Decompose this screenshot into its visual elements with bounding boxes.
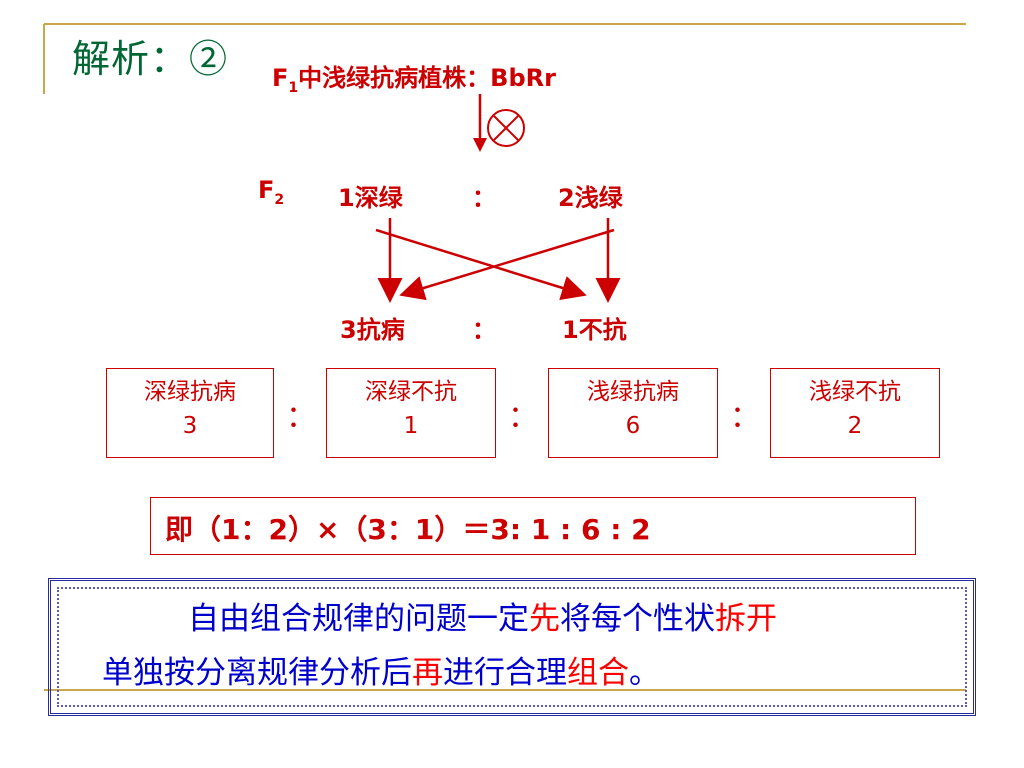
self-cross-icon: [487, 109, 525, 147]
resistance-colon: ：: [472, 316, 496, 344]
phenotype-name: 浅绿抗病: [587, 379, 679, 405]
f1-label: F1中浅绿抗病植株：BbRr: [272, 64, 556, 96]
phenotype-value: 3: [182, 413, 198, 439]
phenotype-name: 深绿抗病: [144, 379, 236, 405]
f1-down-arrow: [473, 94, 487, 152]
box-colon: ：: [508, 400, 538, 435]
rule-box-inner: [57, 587, 967, 707]
phenotype-box: 浅绿抗病 6: [548, 368, 718, 458]
rule-text: 自由组合规律的问题一定先将每个性状拆开 单独按分离规律分析后再进行合理组合。: [96, 592, 956, 700]
phenotype-box: 深绿抗病 3: [106, 368, 274, 458]
box-colon: ：: [730, 400, 760, 435]
rule-highlight: 拆开: [715, 601, 777, 637]
rule-highlight: 再: [412, 655, 443, 691]
rule-segment: 自由组合规律的问题一定: [188, 601, 529, 637]
equation-box: 即（1：2）×（3：1）＝3: 1 : 6 : 2: [150, 497, 916, 555]
phenotype-value: 1: [403, 413, 419, 439]
phenotype-name: 浅绿不抗: [809, 379, 901, 405]
phenotype-box: 深绿不抗 1: [326, 368, 496, 458]
rule-box-outer: [48, 578, 976, 716]
cross-arrows: [375, 218, 621, 303]
rule-segment: 。: [629, 655, 660, 691]
rule-segment: 单独按分离规律分析后: [102, 655, 412, 691]
phenotype-value: 6: [625, 413, 641, 439]
slide-title: 解析：②: [72, 37, 229, 81]
f2-label: F2: [258, 176, 285, 208]
nonresistant-ratio: 1不抗: [562, 316, 627, 344]
phenotype-box: 浅绿不抗 2: [770, 368, 940, 458]
phenotype-value: 2: [847, 413, 863, 439]
rule-segment: 将每个性状: [560, 601, 715, 637]
rule-highlight: 先: [529, 601, 560, 637]
rule-segment: 进行合理: [443, 655, 567, 691]
f2-deep-green: 1深绿: [338, 184, 403, 212]
f2-light-green: 2浅绿: [558, 184, 623, 212]
box-colon: ：: [286, 400, 316, 435]
phenotype-name: 深绿不抗: [365, 379, 457, 405]
rule-highlight: 组合: [567, 655, 629, 691]
f2-colon: ：: [472, 184, 496, 212]
resistant-ratio: 3抗病: [340, 316, 405, 344]
